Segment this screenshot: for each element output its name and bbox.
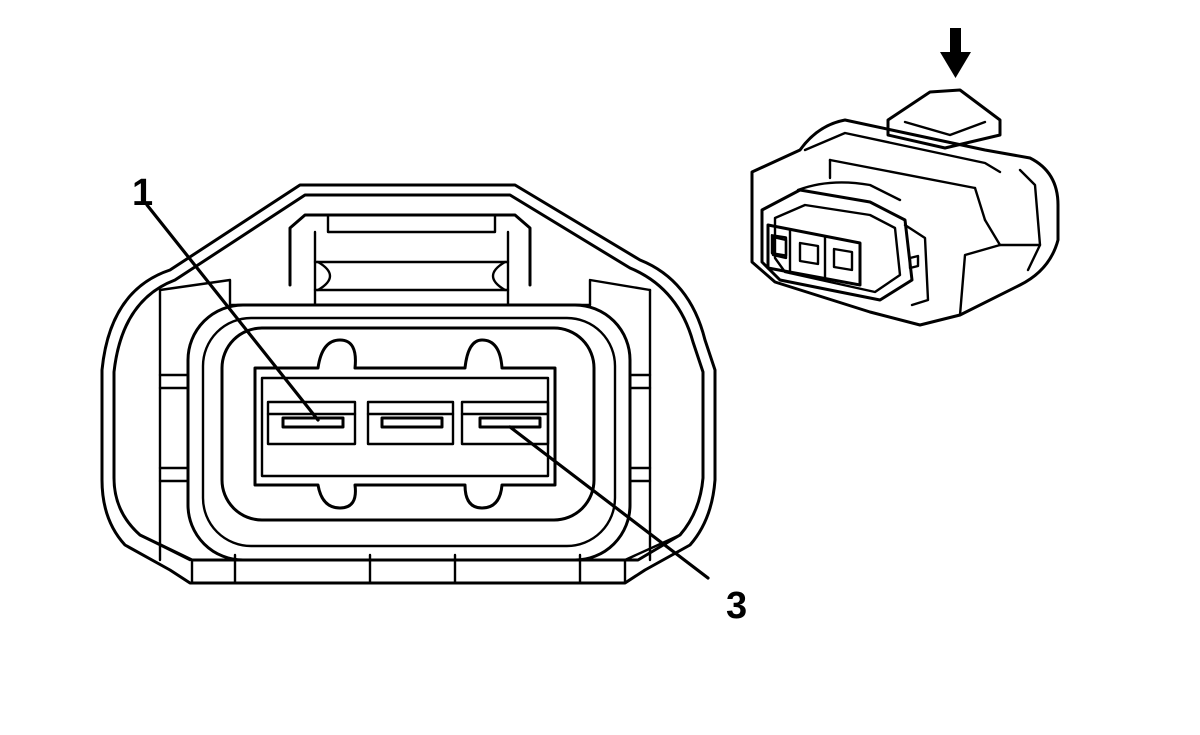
pin-1 xyxy=(281,416,345,429)
view-direction-arrow-icon xyxy=(940,28,971,78)
connector-front-view xyxy=(100,183,717,585)
pin-3-leader xyxy=(508,425,710,580)
pin-1-leader xyxy=(145,203,320,422)
pin-1-label: 1 xyxy=(132,172,153,214)
pin-3-label: 3 xyxy=(726,585,747,627)
connector-perspective-view xyxy=(750,88,1060,327)
pin-2 xyxy=(380,416,444,429)
